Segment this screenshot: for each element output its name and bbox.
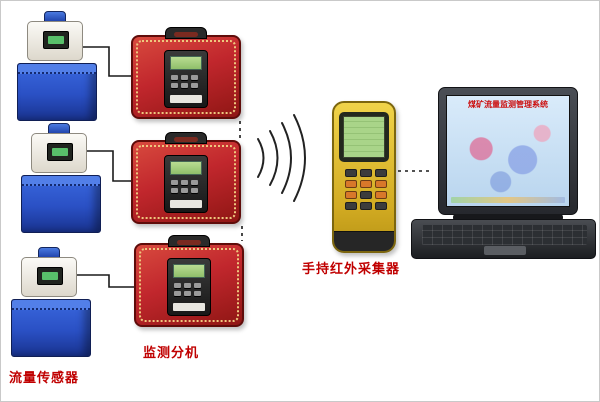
keypad-button bbox=[375, 169, 387, 177]
tank-flange bbox=[12, 300, 90, 310]
sensor-tank bbox=[17, 63, 97, 121]
keypad-button bbox=[345, 202, 357, 210]
sensor-tank bbox=[11, 299, 91, 357]
transmitter-body bbox=[31, 133, 87, 173]
panel-button bbox=[184, 283, 191, 288]
panel-button bbox=[174, 283, 181, 288]
panel-button bbox=[181, 180, 188, 185]
handheld-collector bbox=[332, 101, 396, 253]
panel-button bbox=[171, 180, 178, 185]
monitor-unit-3 bbox=[134, 235, 244, 327]
display-readout bbox=[52, 148, 68, 156]
keypad-button bbox=[360, 202, 372, 210]
panel-button bbox=[191, 188, 198, 193]
unit-panel bbox=[164, 50, 208, 108]
sensor-transmitter bbox=[31, 123, 87, 173]
tank-flange bbox=[18, 64, 96, 74]
case-handle bbox=[165, 27, 207, 39]
laptop-keyboard bbox=[422, 225, 587, 245]
panel-button bbox=[194, 291, 201, 296]
handheld-lcd bbox=[343, 116, 385, 158]
sensor-transmitter bbox=[21, 247, 77, 297]
handheld-screen-frame bbox=[339, 112, 389, 162]
panel-button bbox=[181, 188, 188, 193]
laptop-touchpad bbox=[484, 246, 526, 255]
laptop-hinge bbox=[453, 214, 563, 221]
panel-button bbox=[191, 180, 198, 185]
unit-lcd bbox=[173, 264, 205, 278]
panel-button bbox=[174, 291, 181, 296]
keypad-button bbox=[360, 191, 372, 199]
transmitter-display bbox=[47, 143, 73, 161]
unit-panel bbox=[167, 258, 211, 316]
laptop-screen-bezel: 煤矿流量监测管理系统 bbox=[438, 87, 578, 215]
panel-button bbox=[191, 83, 198, 88]
unit-buttons bbox=[171, 180, 203, 193]
keypad-button bbox=[360, 180, 372, 188]
wireless-wave-3 bbox=[281, 122, 292, 194]
unit-buttons bbox=[171, 75, 203, 88]
sensor-tank bbox=[21, 175, 101, 233]
display-readout bbox=[48, 36, 64, 44]
keypad-button bbox=[375, 180, 387, 188]
label-handheld: 手持红外采集器 bbox=[302, 262, 401, 277]
unit-panel bbox=[164, 155, 208, 213]
transmitter-body bbox=[27, 21, 83, 61]
unit-buttons bbox=[174, 283, 206, 296]
panel-button bbox=[194, 283, 201, 288]
panel-button bbox=[181, 83, 188, 88]
case-handle bbox=[165, 132, 207, 144]
laptop-base bbox=[411, 219, 596, 259]
flow-sensor-2 bbox=[21, 123, 117, 235]
keypad-button bbox=[375, 191, 387, 199]
keypad-button bbox=[375, 202, 387, 210]
monitor-unit-1 bbox=[131, 27, 241, 119]
panel-button bbox=[171, 188, 178, 193]
keypad-button bbox=[360, 169, 372, 177]
panel-button bbox=[181, 75, 188, 80]
monitor-unit-2 bbox=[131, 132, 241, 224]
unit-nameplate bbox=[173, 303, 205, 311]
software-toolbar bbox=[451, 197, 565, 203]
wireless-wave-1 bbox=[257, 138, 265, 178]
software-title: 煤矿流量监测管理系统 bbox=[468, 100, 548, 109]
sensor-transmitter bbox=[27, 11, 83, 61]
wireless-wave-2 bbox=[269, 130, 279, 186]
transmitter-body bbox=[21, 257, 77, 297]
unit-lcd bbox=[170, 56, 202, 70]
unit-nameplate bbox=[170, 95, 202, 103]
unit-nameplate bbox=[170, 200, 202, 208]
keypad-button bbox=[345, 191, 357, 199]
panel-button bbox=[184, 291, 191, 296]
panel-button bbox=[171, 75, 178, 80]
transmitter-display bbox=[37, 267, 63, 285]
handheld-keypad bbox=[342, 169, 390, 210]
display-readout bbox=[42, 272, 58, 280]
tank-flange bbox=[22, 176, 100, 186]
label-monitor-unit: 监测分机 bbox=[143, 346, 200, 361]
laptop-display: 煤矿流量监测管理系统 bbox=[446, 95, 570, 207]
panel-button bbox=[171, 83, 178, 88]
laptop: 煤矿流量监测管理系统 bbox=[411, 87, 596, 259]
handheld-grip bbox=[334, 231, 394, 251]
keypad-button bbox=[345, 169, 357, 177]
transmitter-display bbox=[43, 31, 69, 49]
keypad-button bbox=[345, 180, 357, 188]
wireless-wave-4 bbox=[293, 114, 306, 202]
case-handle bbox=[168, 235, 210, 247]
panel-button bbox=[191, 75, 198, 80]
flow-sensor-3 bbox=[11, 247, 107, 359]
flow-sensor-1 bbox=[17, 11, 113, 123]
label-flow-sensor: 流量传感器 bbox=[9, 371, 80, 386]
unit-lcd bbox=[170, 161, 202, 175]
